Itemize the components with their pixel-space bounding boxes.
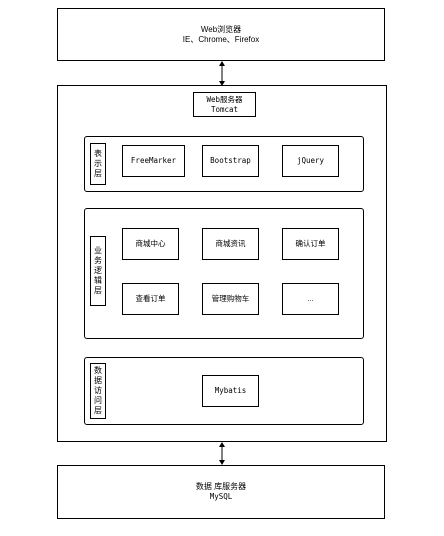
mall-center-box: 商城中心 [122,228,179,260]
browser-box: Web浏览器 IE、Chrome、Firefox [57,8,385,61]
db-server-title: 数据 库服务器 [195,482,247,491]
browser-subtitle: IE、Chrome、Firefox [182,34,260,44]
mybatis-box: Mybatis [202,375,259,407]
db-server-subtitle: MySQL [209,492,233,501]
presentation-layer-label-box: 表示层 [90,143,106,185]
server-db-arrow [219,442,225,465]
freemarker-label: FreeMarker [130,156,177,165]
bootstrap-label: Bootstrap [210,156,251,165]
presentation-layer-label: 表示层 [93,149,103,179]
business-layer-label-box: 业务逻辑层 [90,236,106,306]
freemarker-box: FreeMarker [122,145,185,177]
web-server-subtitle: Tomcat [210,104,239,114]
manage-cart-box: 管理购物车 [202,283,259,315]
business-layer-label: 业务逻辑层 [93,246,103,296]
view-order-label: 查看订单 [135,294,166,303]
db-server-box: 数据 库服务器 MySQL [57,465,385,519]
more-label: ... [307,294,314,303]
confirm-order-label: 确认订单 [295,239,326,248]
data-access-layer-label-box: 数据访问层 [90,363,106,419]
mall-news-box: 商城资讯 [202,228,259,260]
jquery-box: jQuery [282,145,339,177]
bootstrap-box: Bootstrap [202,145,259,177]
mall-center-label: 商城中心 [135,239,166,248]
data-access-layer-label: 数据访问层 [93,366,103,416]
web-server-title: Web服务器 [206,94,243,104]
confirm-order-box: 确认订单 [282,228,339,260]
mybatis-label: Mybatis [214,386,247,395]
jquery-label: jQuery [296,156,325,165]
mall-news-label: 商城资讯 [215,239,246,248]
browser-server-arrow [219,61,225,86]
more-box: ... [282,283,339,315]
manage-cart-label: 管理购物车 [211,294,250,303]
web-server-title-box: Web服务器 Tomcat [193,92,256,117]
view-order-box: 查看订单 [122,283,179,315]
browser-title: Web浏览器 [200,24,242,34]
